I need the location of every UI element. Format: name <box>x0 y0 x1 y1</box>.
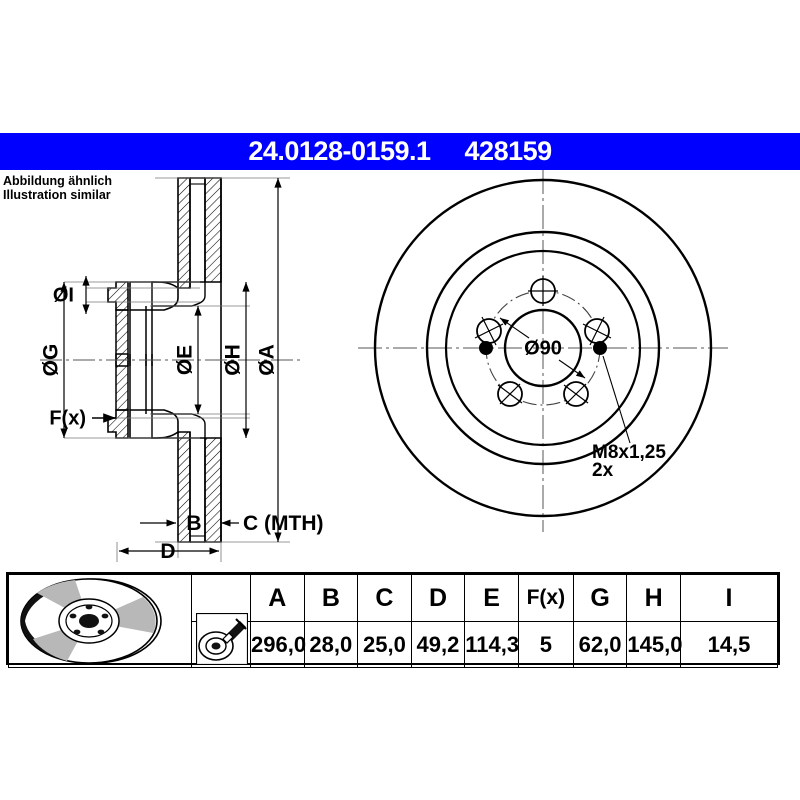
caption-english: Illustration similar <box>3 188 111 202</box>
table-header-cell: E <box>464 574 519 622</box>
disc-hat-outer-circle <box>444 249 642 447</box>
dimension-thickness-group: B C (MTH) D <box>116 512 323 563</box>
threaded-holes-m8 <box>479 341 607 355</box>
table-value-cell: 145,0 <box>626 621 682 668</box>
table-value-cell: 296,0 <box>250 621 306 668</box>
dim-label-c: C (MTH) <box>243 512 323 535</box>
bolt-hole <box>563 381 589 407</box>
thumbnail-measurement-tool <box>191 612 251 668</box>
disc-center-bore-circle <box>503 308 583 388</box>
article-number-label: 428159 <box>464 136 553 166</box>
part-number-label: 24.0128-0159.1 <box>248 136 431 166</box>
dim-label-dia-a: ØA <box>256 344 279 376</box>
header-banner: 24.0128-0159.1 428159 <box>0 133 800 170</box>
technical-drawing-canvas: ØI ØG ØE ØH <box>0 170 800 565</box>
bolt-hole <box>497 381 523 407</box>
center-bore-dimension: Ø90 <box>499 317 586 379</box>
disc-friction-inner-circle <box>425 230 661 466</box>
table-value-cell: 14,5 <box>680 621 778 668</box>
threaded-hole <box>593 341 607 355</box>
caption-german: Abbildung ähnlich <box>3 174 113 188</box>
table-header-cell: I <box>680 574 778 622</box>
dim-label-force-fx: F(x) <box>49 407 86 429</box>
bolt-hole <box>528 276 558 306</box>
table-value-cell: 114,3 <box>464 621 519 668</box>
disc-face-view: Ø90 M8x1,25 2x <box>358 170 728 532</box>
table-header-cell: G <box>572 574 628 622</box>
table-row-headers: A B C D E F(x) G H I <box>8 574 778 668</box>
dimension-dia-g: ØG <box>40 282 68 438</box>
table-header-cell: B <box>303 574 359 622</box>
table-row-values: 296,0 28,0 25,0 49,2 114,3 5 62,0 145,0 … <box>9 612 778 668</box>
cross-section-view: ØI ØG ØE ØH <box>40 177 323 563</box>
dimension-dia-a: ØA <box>256 178 282 542</box>
table-value-cell: 25,0 <box>357 621 412 668</box>
table-header-cell: H <box>626 574 681 622</box>
dim-label-b: B <box>186 512 201 535</box>
dimension-dia-h: ØH <box>222 282 250 438</box>
table-value-cell: 28,0 <box>303 621 359 668</box>
thread-spec-label: M8x1,25 <box>592 442 666 463</box>
table-header-cell: C <box>357 574 412 622</box>
table-value-cell: 62,0 <box>572 621 628 668</box>
dim-label-dia-e: ØE <box>174 345 197 375</box>
table-header-cell: D <box>410 574 466 622</box>
dim-label-dia-g: ØG <box>40 344 63 377</box>
dim-label-d: D <box>160 540 175 563</box>
thread-callout: M8x1,25 2x <box>592 355 666 481</box>
table-header-cell: F(x) <box>517 574 574 622</box>
dimension-table: A B C D E F(x) G H I <box>6 572 780 668</box>
disc-outer-circle <box>373 178 713 518</box>
dim-label-dia-h: ØH <box>222 344 245 376</box>
table-value-cell: 49,2 <box>410 621 466 668</box>
bolt-hole <box>474 316 504 346</box>
bolt-hole <box>582 316 612 346</box>
thread-count-label: 2x <box>592 460 614 481</box>
table-value-cell: 5 <box>517 621 574 668</box>
thumbnail-brake-disc <box>8 574 192 668</box>
dimension-force-fx: F(x) <box>49 407 116 429</box>
threaded-hole <box>479 341 493 355</box>
center-bore-label: Ø90 <box>524 337 562 359</box>
table-header-cell: A <box>250 574 305 622</box>
illustration-caption: Abbildung ähnlich Illustration similar <box>3 174 163 202</box>
dimension-dia-e: ØE <box>174 306 202 414</box>
wheel-bolt-holes <box>474 276 612 407</box>
